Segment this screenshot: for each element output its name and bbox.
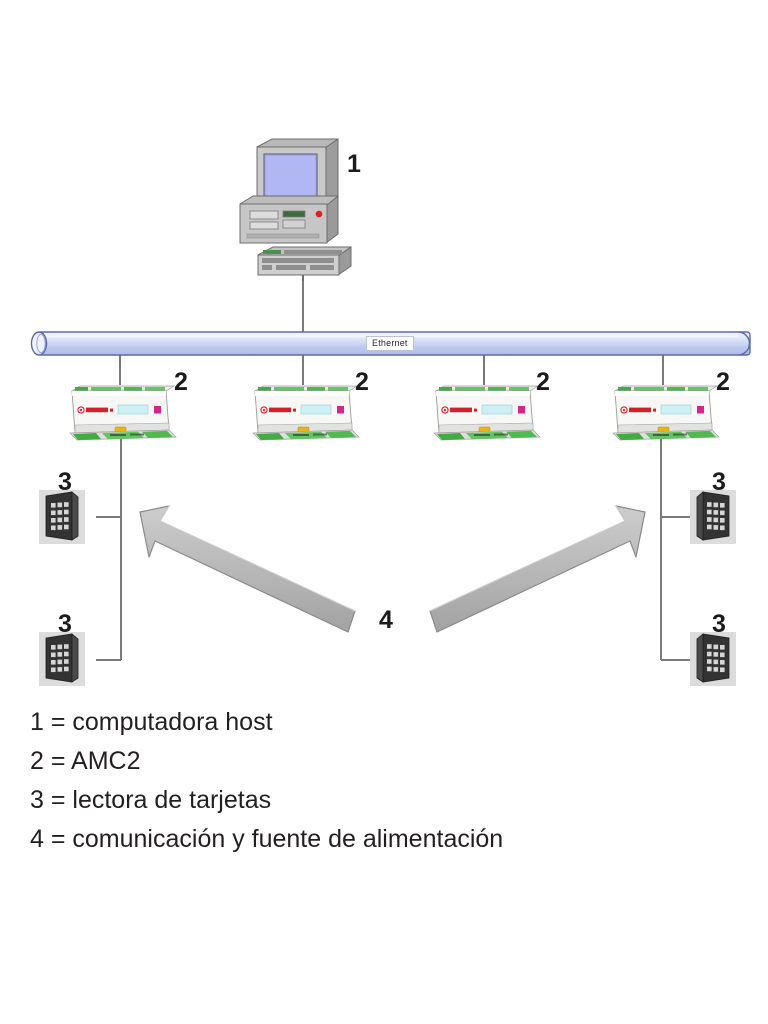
callout-amc2-3: 2 bbox=[536, 368, 550, 396]
legend: 1 = computadora host 2 = AMC2 3 = lector… bbox=[30, 703, 730, 859]
callout-amc2-1: 2 bbox=[174, 368, 188, 396]
callout-reader-right-top: 3 bbox=[712, 468, 726, 496]
callout-amc2-2: 2 bbox=[355, 368, 369, 396]
callout-amc2-4: 2 bbox=[716, 368, 730, 396]
legend-item-1: 1 = computadora host bbox=[30, 708, 273, 736]
callout-power-comm: 4 bbox=[379, 606, 393, 634]
arrow-left-power-comm bbox=[139, 505, 356, 633]
callout-reader-left-top: 3 bbox=[58, 468, 72, 496]
legend-item-3: 3 = lectora de tarjetas bbox=[30, 786, 272, 814]
callout-host: 1 bbox=[347, 150, 361, 178]
legend-item-2: 2 = AMC2 bbox=[30, 747, 141, 775]
callout-reader-right-bottom: 3 bbox=[712, 610, 726, 638]
arrow-right-power-comm bbox=[429, 505, 646, 633]
callout-reader-left-bottom: 3 bbox=[58, 610, 72, 638]
legend-item-4: 4 = comunicación y fuente de alimentació… bbox=[30, 825, 504, 853]
ethernet-label: Ethernet bbox=[366, 336, 414, 351]
